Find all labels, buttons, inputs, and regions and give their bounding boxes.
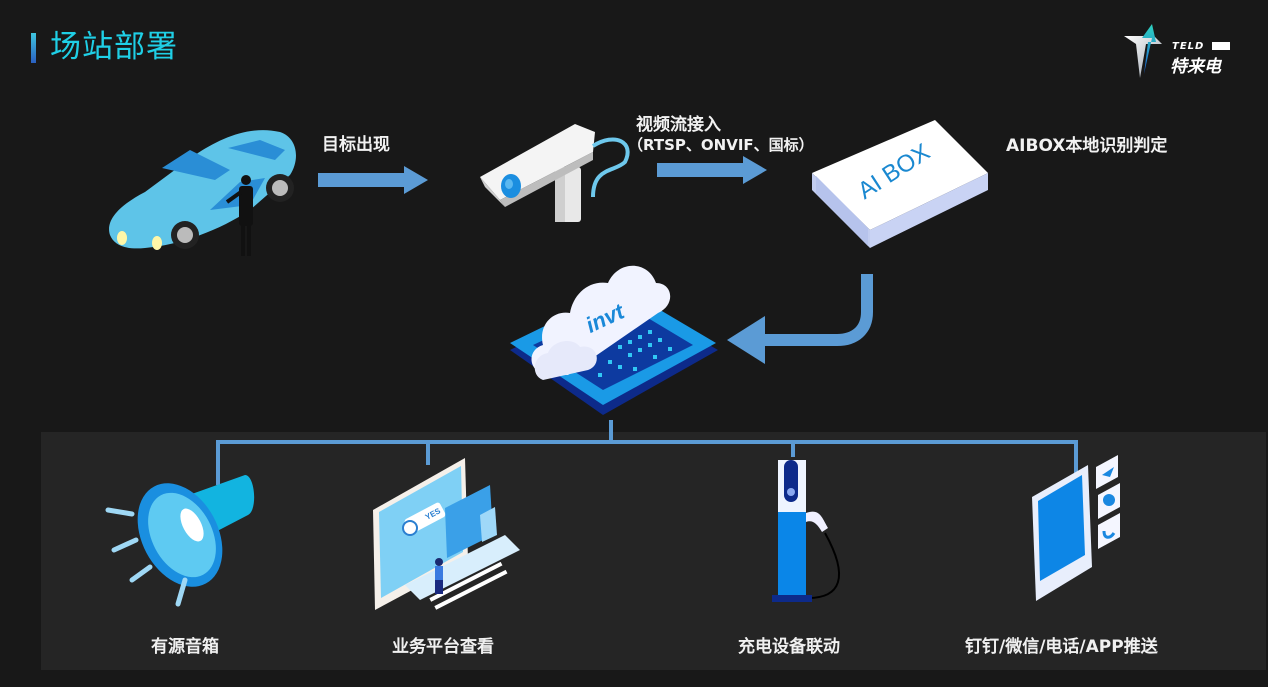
speaker-icon	[105, 475, 255, 607]
teld-logo-icon	[1124, 24, 1162, 78]
page-title: 场站部署	[50, 29, 178, 65]
output-label-push: 钉钉/微信/电话/APP推送	[965, 637, 1158, 657]
arrow-right-2-icon	[657, 156, 767, 184]
step-video-stream-label: 视频流接入	[636, 115, 721, 135]
computer-platform-icon: YES	[373, 458, 520, 610]
output-label-platform: 业务平台查看	[392, 637, 494, 657]
logo-cn-text: 特来电	[1170, 57, 1221, 77]
cloud-platform-icon: invt	[510, 265, 718, 415]
logo-badge	[1212, 42, 1230, 50]
arrow-right-1-icon	[318, 166, 428, 194]
car-icon	[109, 130, 296, 256]
arrow-return-left-icon	[727, 274, 873, 364]
output-label-charging: 充电设备联动	[738, 637, 840, 657]
output-label-speaker: 有源音箱	[151, 637, 219, 657]
charging-pile-icon	[772, 460, 841, 602]
title-accent-bar	[31, 33, 36, 63]
step-video-protocols-label: （RTSP、ONVIF、国标）	[628, 136, 814, 154]
step-target-appears-label: 目标出现	[322, 135, 390, 155]
camera-icon	[480, 124, 630, 222]
step-aibox-judgement-label: AIBOX本地识别判定	[1006, 136, 1168, 156]
connector-lines	[216, 420, 1078, 485]
logo-en-text: TELD	[1172, 41, 1205, 52]
mobile-push-icon	[1032, 455, 1120, 601]
phone-icon	[1098, 513, 1120, 549]
aibox-device-icon: AI BOX	[812, 120, 988, 248]
